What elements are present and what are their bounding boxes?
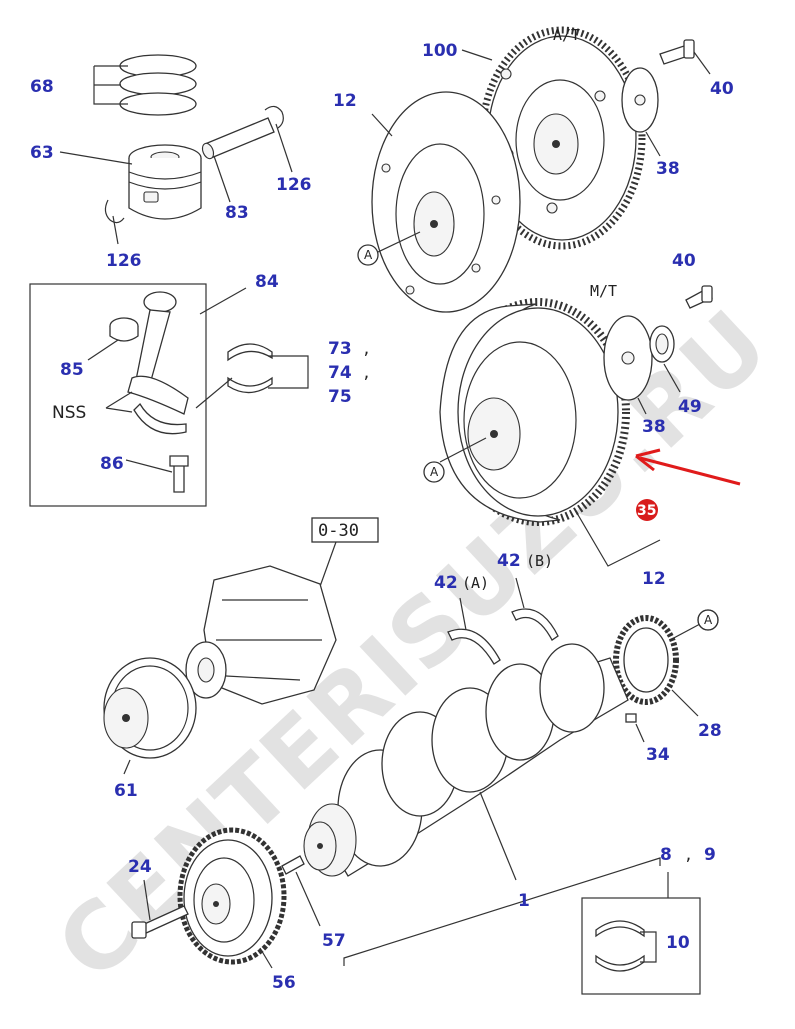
thrust-washers-drawing — [447, 577, 559, 665]
label-part-74: 74 — [328, 363, 352, 383]
label-part-28: 28 — [698, 721, 722, 741]
label-part-100: 100 — [422, 41, 458, 61]
crank-gear-drawing — [613, 609, 719, 717]
label-ref-a-gear: A — [704, 613, 713, 627]
highlight-arrow — [635, 448, 741, 486]
conrod-bearings-drawing — [195, 343, 309, 409]
main-bearings-drawing — [581, 872, 701, 995]
label-part-9: 9 — [704, 845, 716, 865]
label-ref-a-top: A — [364, 248, 373, 262]
piston-rings-drawing — [93, 54, 197, 116]
label-part-75: 75 — [328, 387, 352, 407]
label-part-126-right: 126 — [276, 175, 312, 195]
connecting-rod-drawing — [29, 283, 247, 507]
label-part-49: 49 — [678, 397, 702, 417]
fan-pulley-drawing — [103, 657, 197, 775]
label-variant-at: A/T — [553, 26, 580, 44]
pulley-bolt-drawing — [131, 879, 189, 939]
label-part-38-top: 38 — [656, 159, 680, 179]
piston-pin-drawing — [201, 117, 275, 203]
crank-pulley-drawing — [177, 827, 287, 969]
label-part-10: 10 — [666, 933, 690, 953]
label-part-85: 85 — [60, 360, 84, 380]
label-part-40-mt: 40 — [672, 251, 696, 271]
label-part-35: 35 — [637, 503, 656, 519]
label-part-34: 34 — [646, 745, 670, 765]
label-variant-mt: M/T — [590, 282, 617, 300]
label-suffix-42b: (B) — [526, 552, 553, 570]
crank-pin-drawing — [281, 855, 321, 927]
label-part-42b: 42 — [497, 551, 521, 571]
flywheel-drawing — [423, 298, 661, 567]
label-ref-a-flywheel: A — [430, 465, 439, 479]
label-part-1: 1 — [518, 891, 530, 911]
ref-circle-gear — [697, 609, 719, 631]
highlight-badge: 35 — [636, 499, 658, 521]
label-part-12-bottom: 12 — [642, 569, 666, 589]
label-part-8: 8 — [660, 845, 672, 865]
piston-drawing — [59, 144, 202, 220]
label-part-68: 68 — [30, 77, 54, 97]
label-part-84: 84 — [255, 272, 279, 292]
label-part-86: 86 — [100, 454, 124, 474]
flexplate-bolt-drawing — [621, 39, 711, 157]
label-part-42a: 42 — [434, 573, 458, 593]
label-part-83: 83 — [225, 203, 249, 223]
label-nss: NSS — [52, 403, 86, 423]
label-ref-box: 0-30 — [318, 521, 359, 541]
label-sep-8-9: , — [684, 846, 693, 864]
label-part-56: 56 — [272, 973, 296, 993]
flywheel-bolt-drawing — [603, 285, 713, 415]
flexplate-drawing — [461, 26, 646, 250]
label-part-12-top: 12 — [333, 91, 357, 111]
water-pump-drawing — [185, 517, 379, 705]
label-part-57: 57 — [322, 931, 346, 951]
label-part-61: 61 — [114, 781, 138, 801]
crank-key-drawing — [625, 713, 645, 743]
label-suffix-42a: (A) — [462, 574, 489, 592]
crankshaft-drawing — [303, 643, 629, 881]
label-part-38-mt: 38 — [642, 417, 666, 437]
label-part-63: 63 — [30, 143, 54, 163]
label-sep-74: , — [362, 364, 371, 382]
snap-rings-drawing — [104, 105, 293, 245]
label-sep-73: , — [362, 340, 371, 358]
assembly-bracket — [343, 857, 661, 966]
label-part-126-left: 126 — [106, 251, 142, 271]
label-part-24: 24 — [128, 857, 152, 877]
label-part-73: 73 — [328, 339, 352, 359]
label-part-40-top: 40 — [710, 79, 734, 99]
drive-plate-drawing — [357, 91, 521, 313]
